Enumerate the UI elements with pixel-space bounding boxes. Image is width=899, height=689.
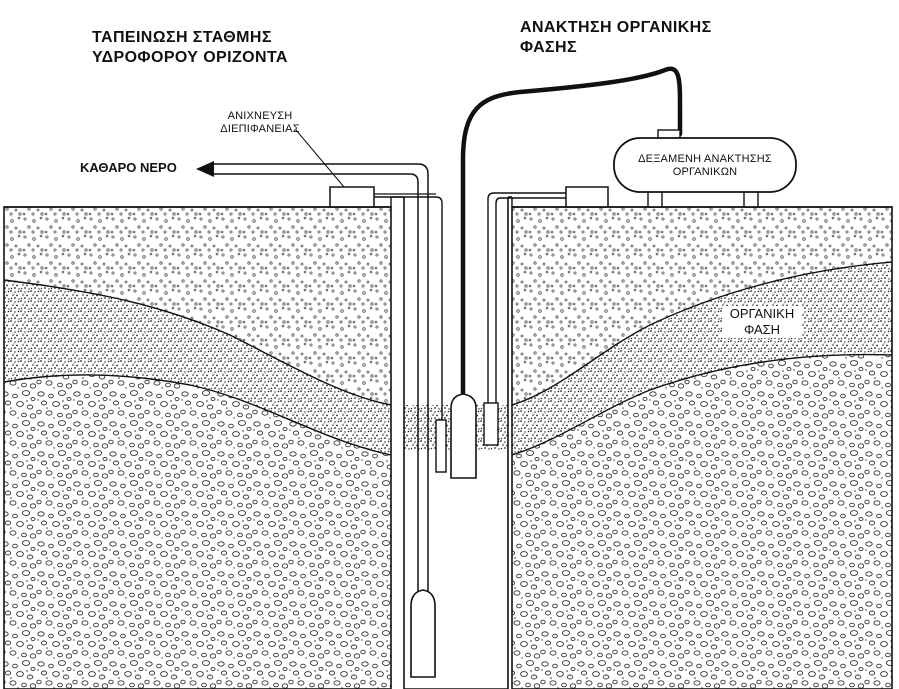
title-right: ΑΝΑΚΤΗΣΗ ΟΡΓΑΝΙΚΗΣ ΦΑΣΗΣ [520,18,712,58]
submersible-pump [410,589,436,678]
clean-water-arrow-icon [196,161,214,177]
right-ground-block [512,207,892,689]
title-right-line1: ΑΝΑΚΤΗΣΗ ΟΡΓΑΝΙΚΗΣ [520,19,712,36]
organic-phase-label: ΟΡΓΑΝΙΚΗ ΦΑΣΗ [722,306,802,338]
interface-detection-line2: ΔΙΕΠΙΦΑΝΕΙΑΣ [220,123,300,135]
left-ground-block [4,207,391,689]
tank-label-line1: ΔΕΞΑΜΕΝΗ ΑΝΑΚΤΗΣΗΣ [638,153,772,165]
left-saturated-gravel [4,374,391,689]
tank-body [613,137,797,193]
title-right-line2: ΦΑΣΗΣ [520,39,578,56]
right-saturated-gravel [512,354,892,689]
skimmer-pump [450,393,477,479]
interface-leader-line [295,129,345,188]
interface-probe [374,193,447,473]
clean-water-label: ΚΑΘΑΡΟ ΝΕΡΟ [80,160,177,175]
right-wellhead-box [565,186,609,208]
organic-recovery-hose [460,66,683,401]
left-wellhead-box [329,186,375,208]
organic-phase-line2: ΦΑΣΗ [743,322,781,337]
interface-detection-label: ΑΝΙΧΝΕΥΣΗ ΔΙΕΠΙΦΑΝΕΙΑΣ [205,110,315,136]
clean-water-pipe [212,163,429,600]
recovery-tank [613,129,797,208]
organic-phase-line1: ΟΡΓΑΝΙΚΗ [729,306,795,321]
tank-label-line2: ΟΡΓΑΝΙΚΩΝ [672,166,738,178]
tank-label: ΔΕΞΑΜΕΝΗ ΑΝΑΚΤΗΣΗΣ ΟΡΓΑΝΙΚΩΝ [620,153,790,179]
title-left: ΤΑΠΕΙΝΩΣΗ ΣΤΑΘΜΗΣ ΥΔΡΟΦΟΡΟΥ ΟΡΙΖΟΝΤΑ [92,28,288,68]
interface-detection-line1: ΑΝΙΧΝΕΥΣΗ [227,110,293,122]
title-left-line2: ΥΔΡΟΦΟΡΟΥ ΟΡΙΖΟΝΤΑ [92,49,288,66]
title-left-line1: ΤΑΠΕΙΝΩΣΗ ΣΤΑΘΜΗΣ [92,29,272,46]
right-side-probe [483,192,566,446]
